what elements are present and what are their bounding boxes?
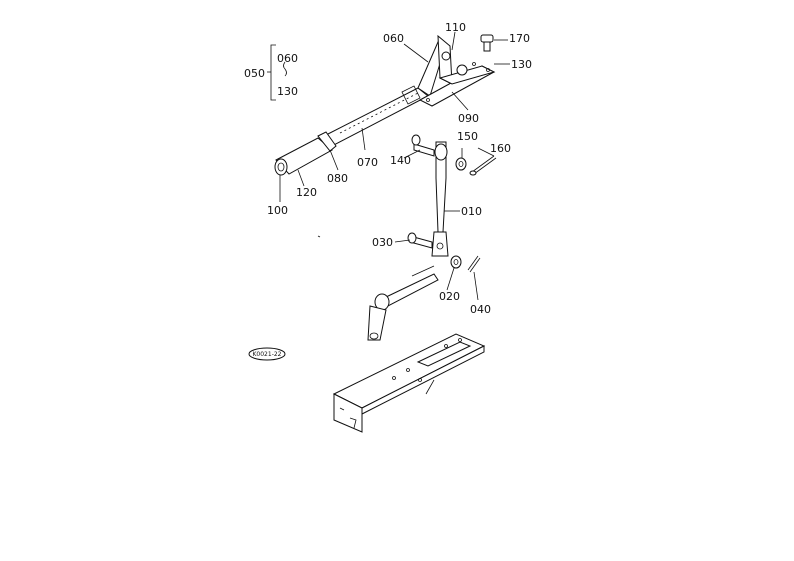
washer-020 <box>450 255 462 269</box>
group-bracket <box>267 44 287 101</box>
handle-grip <box>274 131 337 176</box>
lever-bracket <box>401 34 496 107</box>
callout-020: 020 <box>439 290 460 303</box>
bolt-170 <box>480 34 494 52</box>
callout-030: 030 <box>372 236 393 249</box>
callout-050: 050 <box>244 67 265 80</box>
drawing-code-tag: K0021-22 <box>248 347 286 361</box>
callout-090: 090 <box>458 112 479 125</box>
link-rod <box>431 141 449 257</box>
callout-160: 160 <box>490 142 511 155</box>
callout-120: 120 <box>296 186 317 199</box>
callout-100: 100 <box>267 204 288 217</box>
callout-080: 080 <box>327 172 348 185</box>
callout-010: 010 <box>461 205 482 218</box>
callout-labels: 050 060 130 060 110 170 130 090 150 160 … <box>244 21 532 316</box>
pin-140 <box>411 134 435 157</box>
drawing-code-text: K0021-22 <box>252 351 281 358</box>
callout-060: 060 <box>383 32 404 45</box>
callout-070: 070 <box>357 156 378 169</box>
base-plate <box>332 333 486 433</box>
callout-130-group: 130 <box>277 85 298 98</box>
hand-lever-rod <box>325 41 447 147</box>
washer-150 <box>455 157 467 171</box>
cross-shaft <box>367 265 439 341</box>
leader-lines <box>279 31 510 301</box>
pin-030 <box>407 232 433 249</box>
callout-150: 150 <box>457 130 478 143</box>
cotter-pin-160 <box>469 155 497 176</box>
callout-040: 040 <box>470 303 491 316</box>
callout-170: 170 <box>509 32 530 45</box>
callout-140: 140 <box>390 154 411 167</box>
callout-060-group: 060 <box>277 52 298 65</box>
callout-110: 110 <box>445 21 466 34</box>
callout-130: 130 <box>511 58 532 71</box>
cotter-pin-040 <box>467 255 481 273</box>
